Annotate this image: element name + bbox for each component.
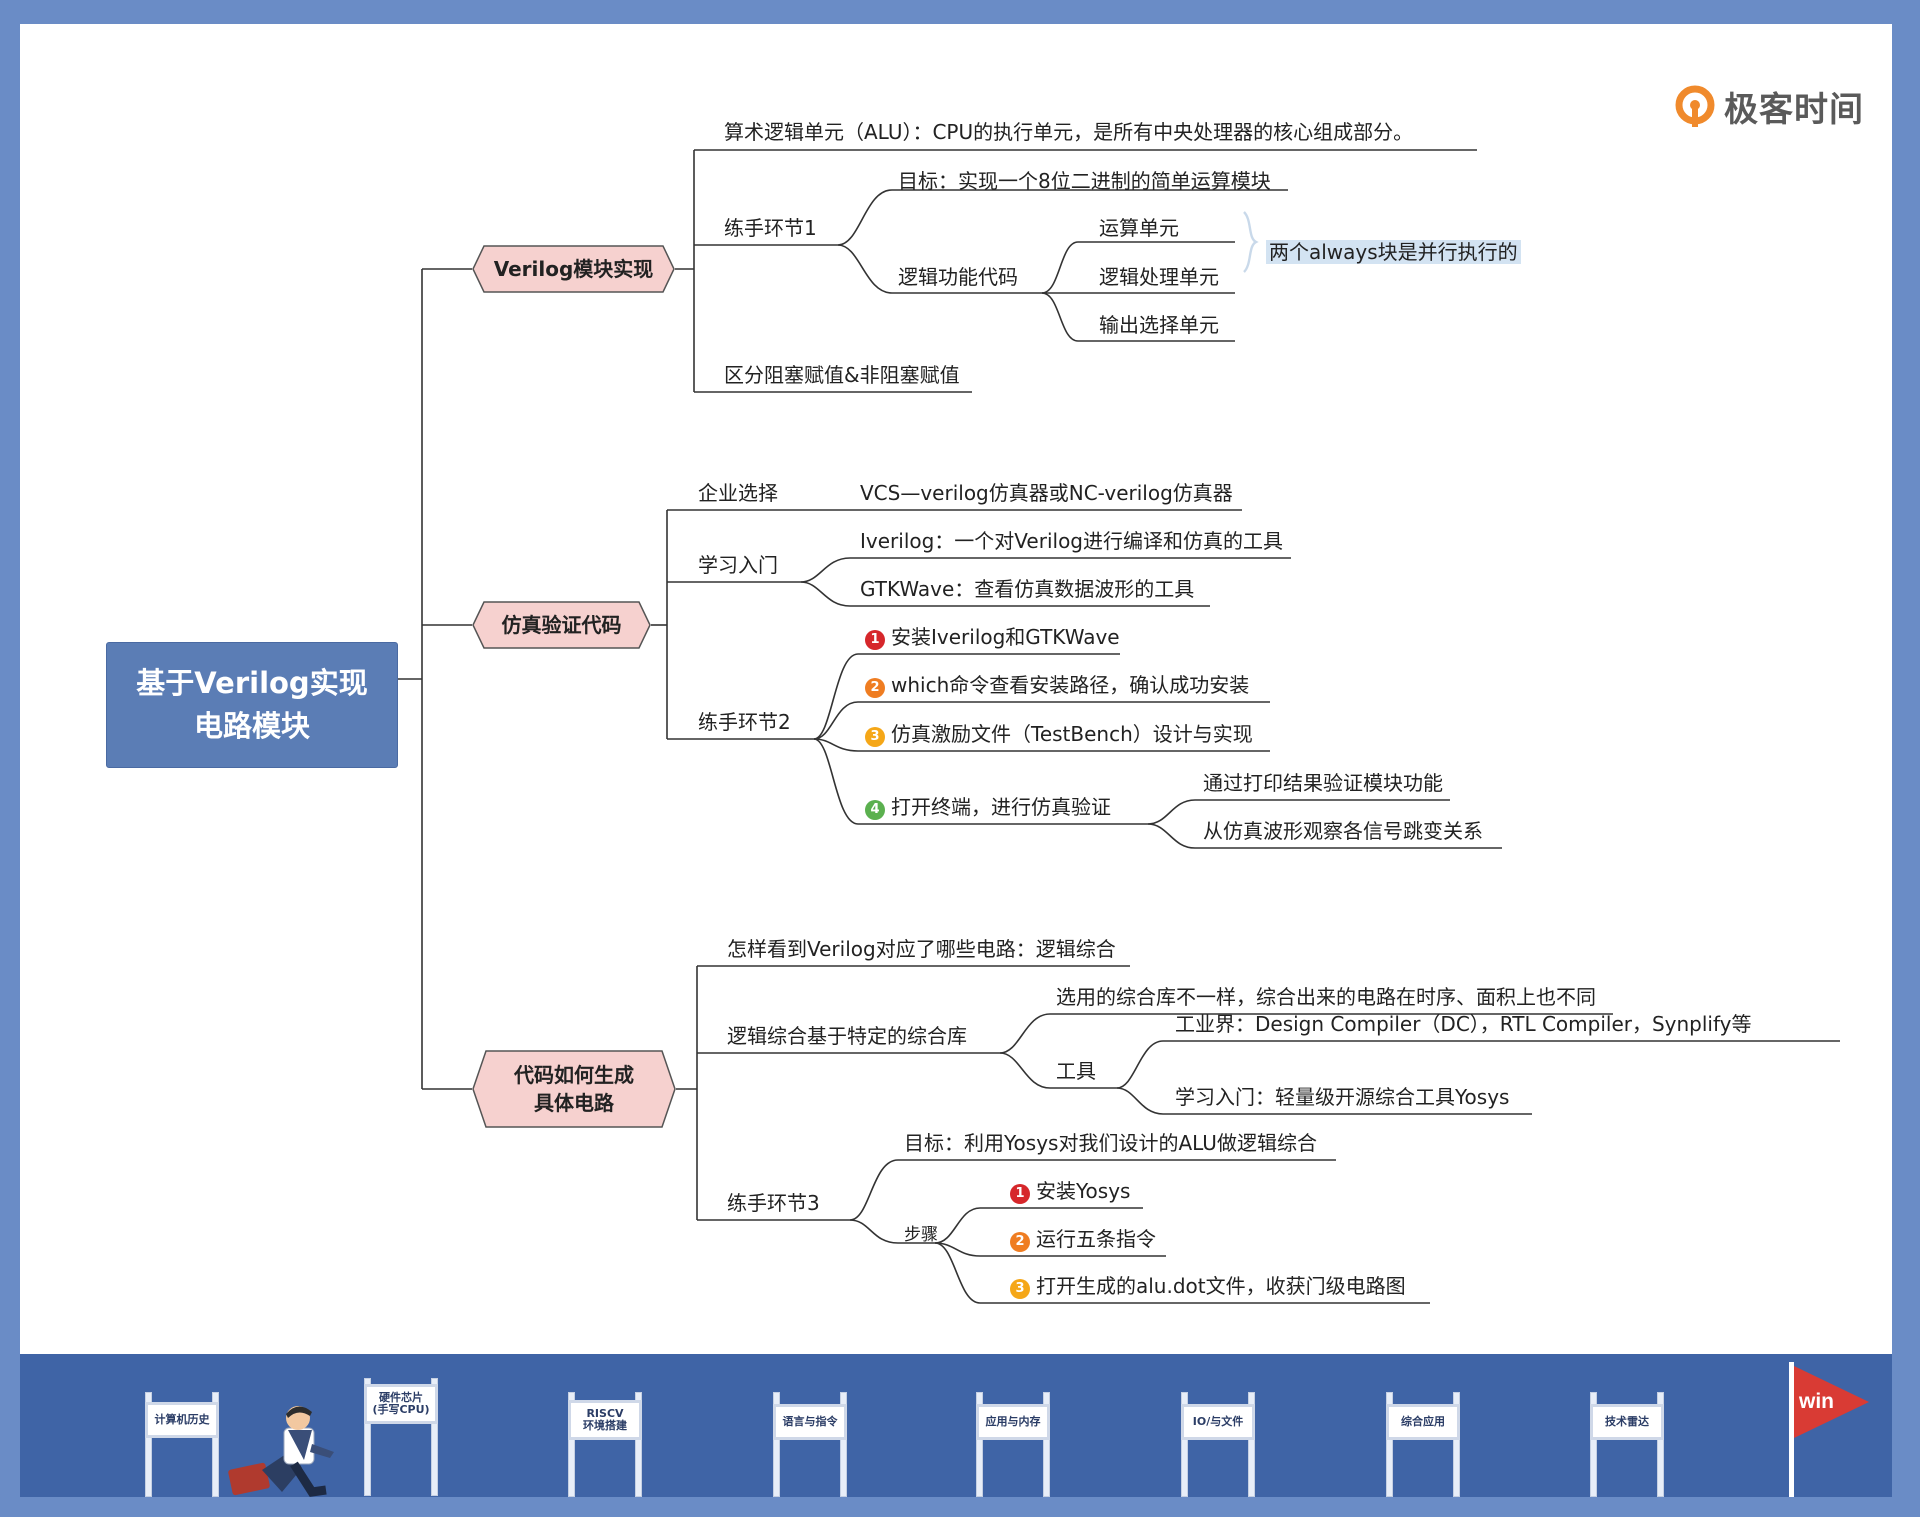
iverilog-desc[interactable]: Iverilog：一个对Verilog进行编译和仿真的工具 <box>860 529 1284 553</box>
logo-icon <box>1675 85 1715 127</box>
tools[interactable]: 工具 <box>1056 1059 1096 1083</box>
unit-arithmetic[interactable]: 运算单元 <box>1099 216 1179 240</box>
branch-node-simulation[interactable]: 仿真验证代码 <box>472 601 651 649</box>
synthesis-library[interactable]: 逻辑综合基于特定的综合库 <box>727 1024 967 1048</box>
logo-text: 极客时间 <box>1724 90 1864 130</box>
win-flag-icon: win <box>1789 1362 1869 1497</box>
branch-label: Verilog模块实现 <box>493 257 654 281</box>
root-line-1: 基于Verilog实现 <box>136 666 368 700</box>
verify-by-print[interactable]: 通过打印结果验证模块功能 <box>1203 771 1443 795</box>
runner-businessman-illustration <box>228 1406 334 1497</box>
branch-label: 代码如何生成具体电路 <box>514 1063 634 1115</box>
flag-label: win <box>1798 1390 1834 1413</box>
steps[interactable]: 步骤 <box>904 1225 938 1245</box>
geektime-logo: 极客时间 <box>1674 82 1864 131</box>
connector-lines <box>376 149 1840 1304</box>
enterprise-tools[interactable]: VCS—verilog仿真器或NC-verilog仿真器 <box>860 481 1233 505</box>
branch-node-circuit-gen[interactable]: 代码如何生成具体电路 <box>472 1050 676 1128</box>
branch-label: 仿真验证代码 <box>501 613 622 637</box>
hex-shape <box>472 1050 676 1128</box>
always-note[interactable]: 两个always块是并行执行的 <box>1266 240 1521 264</box>
root-node[interactable]: 基于Verilog实现电路模块 <box>106 642 398 768</box>
exercise-3[interactable]: 练手环节3 <box>727 1191 820 1215</box>
step-1-badge: 1 <box>1010 1184 1030 1204</box>
exercise-2[interactable]: 练手环节2 <box>698 710 791 734</box>
exercise-1[interactable]: 练手环节1 <box>724 216 817 240</box>
logic-code[interactable]: 逻辑功能代码 <box>898 265 1018 289</box>
step-4-badge: 4 <box>865 800 885 820</box>
alu-definition[interactable]: 算术逻辑单元（ALU）：CPU的执行单元，是所有中央处理器的核心组成部分。 <box>724 120 1414 144</box>
step-3-badge: 3 <box>865 727 885 747</box>
library-difference[interactable]: 选用的综合库不一样，综合出来的电路在时序、面积上也不同 <box>1056 985 1596 1009</box>
step-1-badge: 1 <box>865 630 885 650</box>
industry-tools[interactable]: 工业界：Design Compiler（DC），RTL Compiler，Syn… <box>1175 1012 1752 1036</box>
step-3-badge: 3 <box>1010 1279 1030 1299</box>
course-progress-footer <box>20 1354 1892 1497</box>
unit-output-select[interactable]: 输出选择单元 <box>1099 313 1219 337</box>
mindmap-canvas: 极客时间 基于Verilog实现电路模块 Verilog模块实现 仿真验证代码 … <box>20 24 1892 1354</box>
branch-node-verilog-module[interactable]: Verilog模块实现 <box>472 245 675 293</box>
step-2-badge: 2 <box>865 678 885 698</box>
yosys-intro[interactable]: 学习入门：轻量级开源综合工具Yosys <box>1175 1085 1510 1109</box>
verify-by-waveform[interactable]: 从仿真波形观察各信号跳变关系 <box>1203 819 1483 843</box>
unit-logic[interactable]: 逻辑处理单元 <box>1099 265 1219 289</box>
gtkwave-desc[interactable]: GTKWave：查看仿真数据波形的工具 <box>860 577 1195 601</box>
root-line-2: 电路模块 <box>193 709 310 743</box>
learning-intro[interactable]: 学习入门 <box>698 553 778 577</box>
hex-shape <box>472 245 675 293</box>
enterprise-choice[interactable]: 企业选择 <box>698 481 778 505</box>
logic-synthesis[interactable]: 怎样看到Verilog对应了哪些电路：逻辑综合 <box>727 937 1116 961</box>
step-2-badge: 2 <box>1010 1232 1030 1252</box>
exercise-3-goal[interactable]: 目标：利用Yosys对我们设计的ALU做逻辑综合 <box>904 1131 1317 1155</box>
blocking-assignment[interactable]: 区分阻塞赋值&非阻塞赋值 <box>724 363 960 387</box>
hex-shape <box>472 601 651 649</box>
exercise-1-goal[interactable]: 目标：实现一个8位二进制的简单运算模块 <box>898 169 1271 193</box>
